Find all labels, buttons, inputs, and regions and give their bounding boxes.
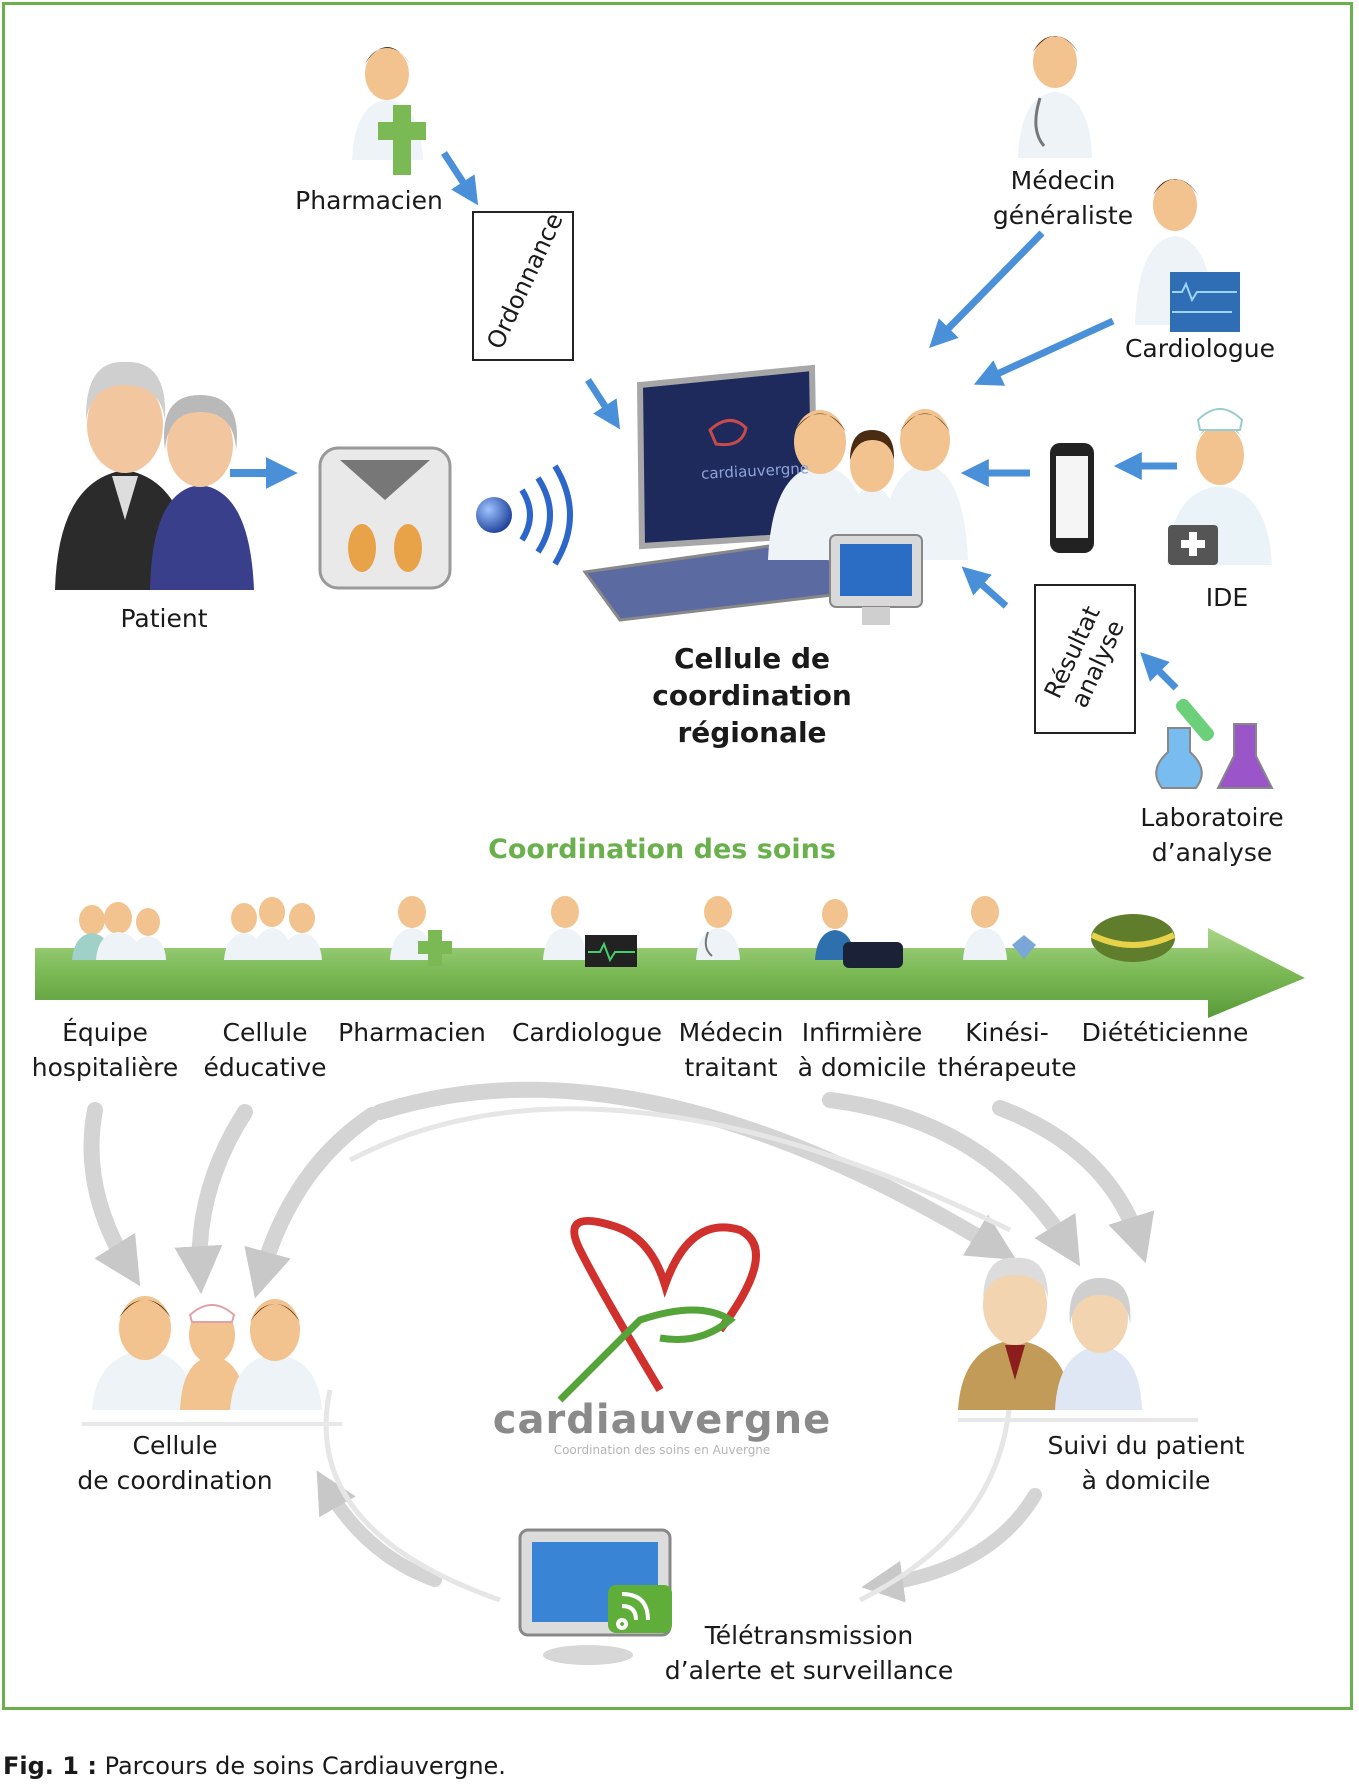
actor-cardiologue: Cardiologue — [511, 1018, 663, 1047]
actor-pharmacien: Pharmacien — [338, 1018, 486, 1047]
figure-caption: Fig. 1 : Parcours de soins Cardiauvergne… — [3, 1752, 506, 1780]
coordination-team-bottom — [82, 1296, 342, 1426]
cardiauvergne-tagline: Coordination des soins en Auvergne — [553, 1443, 771, 1457]
label-pharmacien: Pharmacien — [295, 186, 443, 215]
label-cardiologue: Cardiologue — [1124, 334, 1276, 363]
general-doctor-icon — [696, 896, 740, 960]
cardiauvergne-wordmark: cardiauvergne — [492, 1397, 832, 1443]
band-actor-icons — [72, 896, 1176, 968]
wireless-signal-icon — [476, 464, 573, 566]
arrow-pharmacien-ordonnance — [441, 151, 479, 206]
physiotherapist-icon — [963, 896, 1036, 960]
hospital-team-icon — [72, 902, 166, 960]
nurse-figure — [1167, 408, 1272, 565]
home-patient-couple — [958, 1257, 1198, 1422]
lab-flasks-icon — [1155, 698, 1274, 789]
grey-flow-arrows — [83, 1081, 1155, 1603]
telemonitoring-screen-icon — [518, 1528, 672, 1665]
doctor-figure-top — [1018, 36, 1092, 158]
heart-loop-outline — [323, 1106, 1013, 1603]
arrow-lab-resultat — [1140, 652, 1179, 691]
arrow-medecin-center — [929, 230, 1045, 348]
resultat-box — [1034, 584, 1136, 734]
scale-icon — [318, 446, 452, 590]
cardiologist-icon — [543, 896, 637, 967]
arrow-ordonnance-center — [585, 378, 621, 430]
education-team-icon — [224, 897, 322, 960]
figure-frame — [2, 2, 1353, 1710]
pharmacist-figure — [352, 47, 426, 175]
cardiauvergne-heart-logo — [557, 1217, 760, 1403]
phone-icon — [1050, 443, 1094, 553]
pharmacist-icon — [390, 896, 452, 966]
actor-dieteticienne: Diététicienne — [1081, 1018, 1249, 1047]
dietitian-icon — [1090, 914, 1176, 962]
label-patient: Patient — [120, 604, 208, 633]
arrow-resultat-center — [961, 566, 1009, 609]
home-nurse-icon — [815, 899, 903, 968]
arrow-cardiologue-center — [973, 317, 1115, 386]
cardiologist-figure — [1135, 179, 1240, 332]
coordination-title: Coordination des soins — [488, 834, 836, 865]
patient-couple — [55, 361, 254, 590]
coordinator-team — [768, 409, 968, 625]
actor-kinesitherapeute: Kinési-thérapeute — [937, 1018, 1077, 1082]
label-ide: IDE — [1205, 583, 1249, 612]
ordonnance-box — [472, 211, 574, 361]
